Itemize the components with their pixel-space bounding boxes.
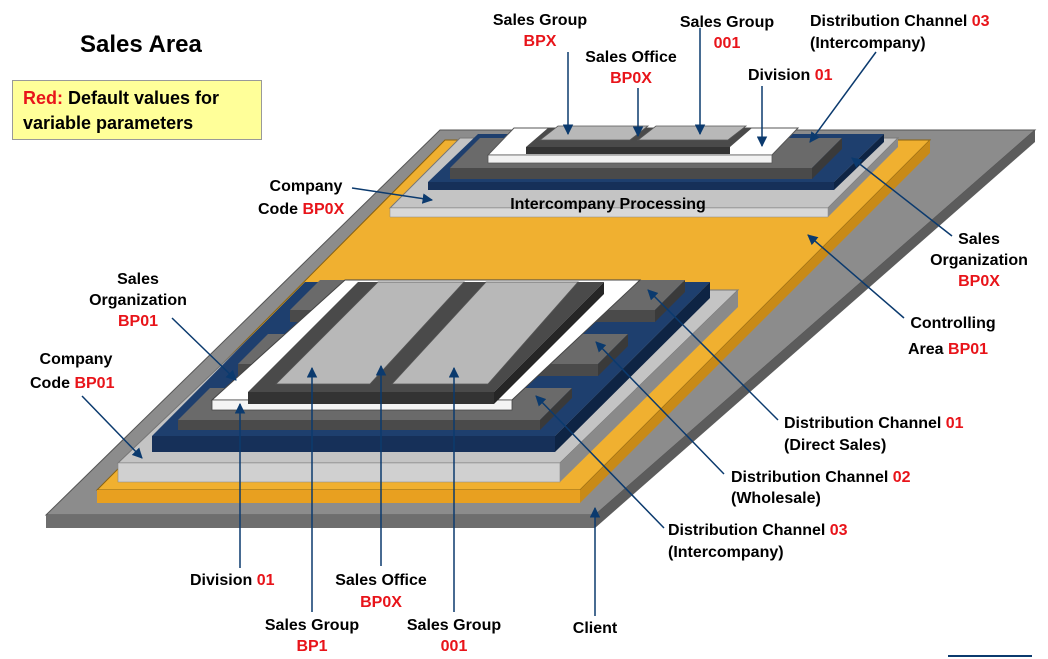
svg-text:Sales Group: Sales Group xyxy=(265,617,359,634)
svg-text:BPX: BPX xyxy=(524,33,557,50)
intercompany-processing-label: Intercompany Processing xyxy=(510,196,706,213)
svg-text:Area BP01: Area BP01 xyxy=(908,341,988,358)
arrow-dist-channel-01 xyxy=(647,289,779,421)
svg-text:Distribution Channel 02: Distribution Channel 02 xyxy=(731,469,911,486)
arrow-dist-channel-02 xyxy=(595,341,725,475)
svg-text:001: 001 xyxy=(441,638,468,655)
svg-text:Distribution Channel 03: Distribution Channel 03 xyxy=(810,13,990,30)
arrow-company-code-bp0x xyxy=(351,187,434,204)
svg-text:Sales Group: Sales Group xyxy=(493,12,587,29)
legend-text: Default values for variable parameters xyxy=(23,88,220,133)
svg-text:BP0X: BP0X xyxy=(958,273,1000,290)
svg-text:Company: Company xyxy=(270,178,343,195)
svg-text:BP1: BP1 xyxy=(296,638,327,655)
label-dist-channel-02: Distribution Channel 02 (Wholesale) xyxy=(731,469,911,507)
svg-text:Distribution Channel 03: Distribution Channel 03 xyxy=(668,522,848,539)
label-sales-office-top: Sales Office BP0X xyxy=(585,49,677,87)
label-sales-org-bp0x: Sales Organization BP0X xyxy=(930,231,1028,290)
svg-text:Code BP0X: Code BP0X xyxy=(258,201,345,218)
svg-text:Code BP01: Code BP01 xyxy=(30,375,115,392)
label-division-01-top: Division 01 xyxy=(748,67,833,84)
svg-text:Division 01: Division 01 xyxy=(748,67,833,84)
svg-text:(Intercompany): (Intercompany) xyxy=(668,544,784,561)
svg-text:(Intercompany): (Intercompany) xyxy=(810,35,926,52)
arrow-dist-channel-03-top xyxy=(809,51,877,143)
label-division-01-bottom: Division 01 xyxy=(190,572,275,589)
svg-text:Company: Company xyxy=(40,351,113,368)
label-controlling-area: Controlling Area BP01 xyxy=(908,315,996,358)
label-sales-group-001-top: Sales Group 001 xyxy=(680,14,774,52)
svg-text:BP01: BP01 xyxy=(118,313,158,330)
arrow-company-code-bp01 xyxy=(81,395,143,459)
label-sales-office-bottom: Sales Office BP0X xyxy=(335,572,427,611)
svg-text:Controlling: Controlling xyxy=(910,315,995,332)
legend-box: Red: Default values for variable paramet… xyxy=(12,80,262,140)
sales-groups-bottom-layer xyxy=(275,281,579,385)
svg-text:BP0X: BP0X xyxy=(360,594,402,611)
label-dist-channel-03-top: Distribution Channel 03 (Intercompany) xyxy=(810,13,990,52)
arrow-dist-channel-03-bottom xyxy=(535,395,665,529)
svg-text:Sales Group: Sales Group xyxy=(407,617,501,634)
svg-text:Client: Client xyxy=(573,620,618,637)
svg-text:(Direct Sales): (Direct Sales) xyxy=(784,437,886,454)
label-sales-group-001-bottom: Sales Group 001 xyxy=(407,617,501,655)
arrow-controlling-area xyxy=(807,234,905,319)
label-company-code-bp01: Company Code BP01 xyxy=(30,351,115,392)
svg-text:Organization: Organization xyxy=(930,252,1028,269)
label-company-code-bp0x: Company Code BP0X xyxy=(258,178,345,218)
svg-text:Distribution Channel 01: Distribution Channel 01 xyxy=(784,415,964,432)
label-client: Client xyxy=(573,620,618,637)
svg-text:(Wholesale): (Wholesale) xyxy=(731,490,821,507)
svg-text:001: 001 xyxy=(714,35,741,52)
page-title: Sales Area xyxy=(80,31,203,58)
legend-red-word: Red: xyxy=(23,88,63,108)
svg-text:Sales: Sales xyxy=(117,271,159,288)
label-dist-channel-03-bottom: Distribution Channel 03 (Intercompany) xyxy=(668,522,848,561)
label-sales-group-bpx: Sales Group BPX xyxy=(493,12,587,50)
label-sales-group-bp1: Sales Group BP1 xyxy=(265,617,359,655)
svg-text:Sales Office: Sales Office xyxy=(585,49,677,66)
label-dist-channel-01: Distribution Channel 01 (Direct Sales) xyxy=(784,415,964,454)
svg-text:Sales: Sales xyxy=(958,231,1000,248)
arrow-sales-org-bp01 xyxy=(171,317,237,381)
svg-text:Division 01: Division 01 xyxy=(190,572,275,589)
svg-text:Organization: Organization xyxy=(89,292,187,309)
label-sales-org-bp01: Sales Organization BP01 xyxy=(89,271,187,330)
svg-text:BP0X: BP0X xyxy=(610,70,652,87)
svg-text:Sales Office: Sales Office xyxy=(335,572,427,589)
svg-text:Sales Group: Sales Group xyxy=(680,14,774,31)
arrow-sales-org-bp0x xyxy=(851,157,953,237)
